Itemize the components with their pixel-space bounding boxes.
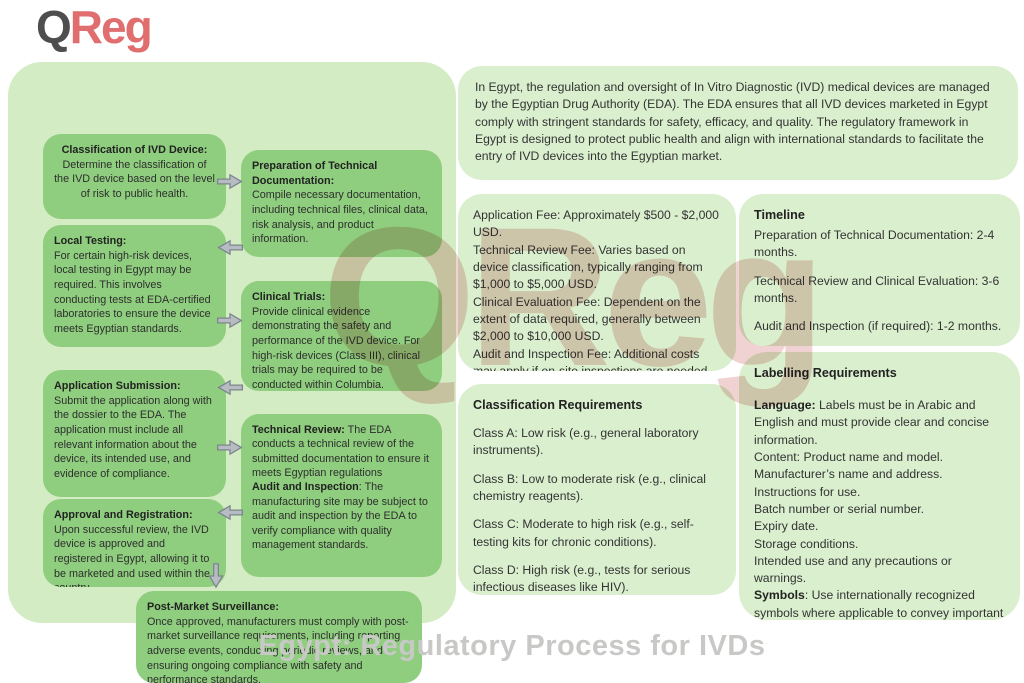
fees-panel: Application Fee: Approximately $500 - $2… — [458, 194, 736, 371]
intro-panel: In Egypt, the regulation and oversight o… — [458, 66, 1018, 180]
labelling-line: Content: Product name and model. — [754, 449, 944, 464]
fee-item: Clinical Evaluation Fee: Dependent on th… — [473, 294, 701, 344]
arrow-left-icon — [215, 238, 245, 257]
fee-item: Application Fee: Approximately $500 - $2… — [473, 208, 719, 240]
flow-step-title: Preparation of Technical Documentation: — [252, 160, 378, 187]
labelling-line: Batch number or serial number. — [754, 501, 925, 516]
timeline-item: Audit and Inspection (if required): 1-2 … — [754, 319, 1002, 334]
arrow-right-icon — [215, 172, 245, 191]
flow-step-title: Approval and Registration: — [54, 509, 193, 521]
timeline-item: Preparation of Technical Documentation: … — [754, 227, 995, 260]
arrow-right-icon — [215, 311, 245, 330]
labelling-line: Symbols: Use internationally recognized … — [754, 588, 1004, 620]
arrow-right-icon — [215, 438, 245, 457]
classification-item: Class B: Low to moderate risk (e.g., cli… — [473, 471, 707, 503]
fee-item: Audit and Inspection Fee: Additional cos… — [473, 346, 711, 371]
arrow-left-icon — [215, 503, 245, 522]
timeline-item: Technical Review and Clinical Evaluation… — [754, 273, 1000, 305]
fee-item: Technical Review Fee: Varies based on de… — [473, 242, 703, 292]
classification-item: Class D: High risk (e.g., tests for seri… — [473, 562, 691, 595]
labelling-title: Labelling Requirements — [754, 366, 897, 380]
page-title: Egypt: Regulatory Process for IVDs — [258, 630, 766, 662]
flow-step-body: Submit the application along with the do… — [54, 394, 212, 481]
flow-step-prep-tech-doc: Preparation of Technical Documentation: … — [241, 150, 442, 257]
timeline-panel: Timeline Preparation of Technical Docume… — [739, 194, 1020, 346]
flow-step-technical-review: Technical Review: The EDA conducts a tec… — [241, 414, 442, 577]
classification-title: Classification Requirements — [473, 398, 643, 412]
flow-step-body: Upon successful review, the IVD device i… — [54, 523, 211, 587]
labelling-line: Storage conditions. — [754, 536, 859, 551]
arrow-down-icon — [203, 562, 229, 590]
flow-step-body: Provide clinical evidence demonstrating … — [252, 305, 421, 391]
flow-step-classification: Classification of IVD Device: Determine … — [43, 134, 226, 219]
flow-step-title-2: Audit and Inspection — [252, 481, 359, 494]
labelling-line: Intended use and any precautions or warn… — [754, 553, 952, 586]
flow-step-title: Post-Market Surveillance: — [147, 601, 280, 613]
labelling-panel: Labelling Requirements Language: Labels … — [739, 352, 1020, 620]
classification-panel: Classification Requirements Class A: Low… — [458, 384, 736, 595]
flowchart-container: Classification of IVD Device: Determine … — [8, 62, 456, 683]
arrow-left-icon — [215, 378, 245, 397]
flow-step-title: Classification of IVD Device: — [61, 144, 208, 156]
labelling-line: Expiry date. — [754, 519, 819, 534]
flow-step-application-submission: Application Submission: Submit the appli… — [43, 370, 226, 497]
logo-reg: Reg — [69, 1, 153, 53]
flow-step-body: The EDA conducts a technical review of t… — [252, 424, 430, 480]
flow-step-title: Technical Review: — [252, 424, 345, 436]
labelling-line: Manufacturer’s name and address. — [754, 467, 943, 482]
flow-step-post-market: Post-Market Surveillance: Once approved,… — [136, 591, 422, 683]
flow-step-local-testing: Local Testing: For certain high-risk dev… — [43, 225, 226, 347]
flow-step-title: Application Submission: — [54, 380, 181, 392]
qreg-logo: QReg — [36, 0, 153, 54]
flow-step-body: Compile necessary documentation, includi… — [252, 189, 428, 246]
flow-step-approval-registration: Approval and Registration: Upon successf… — [43, 499, 226, 587]
flow-step-body: For certain high-risk devices, local tes… — [54, 249, 211, 336]
logo-q: Q — [36, 1, 72, 53]
flow-step-title: Local Testing: — [54, 235, 127, 247]
flow-step-body-2: : The manufacturing site may be subject … — [252, 481, 428, 551]
flow-step-body: Determine the classification of the IVD … — [54, 158, 215, 201]
flow-step-body: Once approved, manufacturers must comply… — [147, 615, 409, 683]
flow-step-clinical-trials: Clinical Trials: Provide clinical eviden… — [241, 281, 442, 391]
labelling-line: Language: Labels must be in Arabic and E… — [754, 397, 990, 447]
labelling-line: Instructions for use. — [754, 484, 861, 499]
classification-item: Class A: Low risk (e.g., general laborat… — [473, 425, 699, 458]
flow-step-title: Clinical Trials: — [252, 291, 326, 303]
intro-text: In Egypt, the regulation and oversight o… — [475, 80, 990, 164]
timeline-title: Timeline — [754, 208, 805, 222]
classification-item: Class C: Moderate to high risk (e.g., se… — [473, 517, 694, 549]
